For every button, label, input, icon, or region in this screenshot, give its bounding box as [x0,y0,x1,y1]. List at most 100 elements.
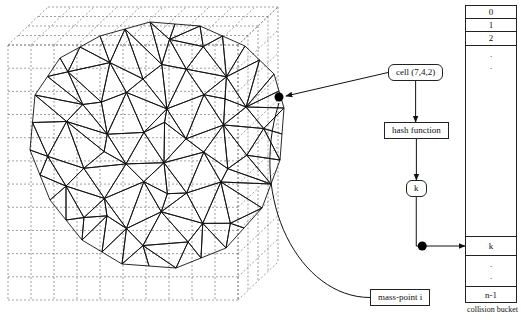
grid-line [54,45,55,300]
grid-line [8,207,238,208]
mesh-triangle [246,107,284,129]
grid-line [18,35,248,36]
mesh-triangle [122,246,149,266]
mesh-triangle [104,198,126,228]
mesh-triangle [67,121,105,168]
index-box: k [406,180,427,197]
mesh-triangle [176,242,201,268]
mesh-triangle [246,74,279,107]
grid-line [77,45,78,300]
mesh-triangle [35,77,83,105]
grid-line [38,16,268,17]
collision-bucket: 012..k..n-1collision bucket [465,5,517,303]
mesh-triangle [107,92,144,134]
mesh-triangle [162,64,187,108]
mesh-triangle [167,69,204,109]
mesh-triangle [224,125,264,155]
mesh-triangle [226,60,259,107]
mesh-triangle [221,182,271,208]
mesh-triangle [66,168,104,198]
table-cell: . [466,258,516,270]
grid-line [8,276,238,277]
mesh-triangle [221,182,262,223]
mesh-triangle [144,163,168,194]
mesh-triangle [125,29,162,79]
mesh-triangle [143,64,167,108]
mesh-triangle [107,132,144,164]
grid-line [100,45,101,300]
grid-line [48,7,278,8]
mesh-triangle [66,218,84,240]
table-cell: 1 [466,19,516,32]
mesh-triangle [40,156,66,186]
mesh-triangle [48,121,84,168]
mesh-triangle [204,95,225,125]
mesh-triangle [126,92,166,132]
table-cell: n-1 [466,286,516,303]
grid-line [8,137,238,138]
mesh-triangle [150,22,175,39]
leader-line [270,103,370,298]
mesh-triangle [102,229,126,264]
mesh-triangle [143,246,176,268]
node-label: mass-point i [378,292,422,303]
table-cell: . [466,270,516,282]
cell-box: cell (7,4,2) [388,64,443,81]
mesh-triangle [110,63,143,93]
table-cell: . [466,60,516,72]
mesh-triangle [224,125,247,169]
mesh-triangle [104,164,143,198]
leader-line [286,73,388,97]
mesh-triangle [204,77,226,99]
grid-line [278,7,279,262]
mesh-triangle [201,223,226,258]
mesh-triangle [33,121,67,156]
mass-point-box: mass-point i [370,289,430,306]
mesh-triangle [200,26,223,47]
mesh-triangle [164,152,204,193]
mesh-triangle [33,95,67,123]
mesh-triangle [186,125,224,152]
grid-line [8,91,238,92]
table-cell: . [466,48,516,60]
mass-point-dot [275,93,284,102]
mesh-triangle [247,129,280,160]
mesh-triangle [110,29,143,79]
node-label: k [414,183,419,194]
caption-label: collision bucket [467,305,518,315]
mesh-triangle [230,208,262,228]
mesh-triangle [66,186,84,220]
grid-line [28,26,258,27]
mesh-triangle [188,223,203,258]
arrow-connector [416,139,417,180]
mesh-triangle [67,104,108,134]
table-cell: 2 [466,32,516,46]
node-label: hash function [392,125,441,136]
mesh-triangle [143,242,188,268]
mesh-triangle [143,212,188,246]
mesh-triangle [203,182,231,223]
mesh-triangle [68,63,110,103]
mesh-triangle [126,212,161,246]
mesh-triangle [102,216,126,252]
arrow-connector [415,81,416,122]
mesh-triangle [50,186,66,220]
mesh-triangle [101,92,126,134]
grid-line [248,36,249,291]
mesh-triangle [167,95,204,139]
mesh-triangle [40,175,66,200]
mesh-triangle [104,134,126,164]
grid-line [8,45,238,46]
mesh-triangle [144,182,168,212]
table-cell: k [466,236,516,256]
mesh-triangle [122,229,143,264]
mesh-triangle [144,122,165,162]
mesh-triangle [164,163,187,194]
node-label: cell (7,4,2) [396,67,435,78]
grid-line [8,68,238,69]
table-cell: 0 [466,6,516,19]
grid-line [8,230,238,231]
grid-line [268,17,269,272]
